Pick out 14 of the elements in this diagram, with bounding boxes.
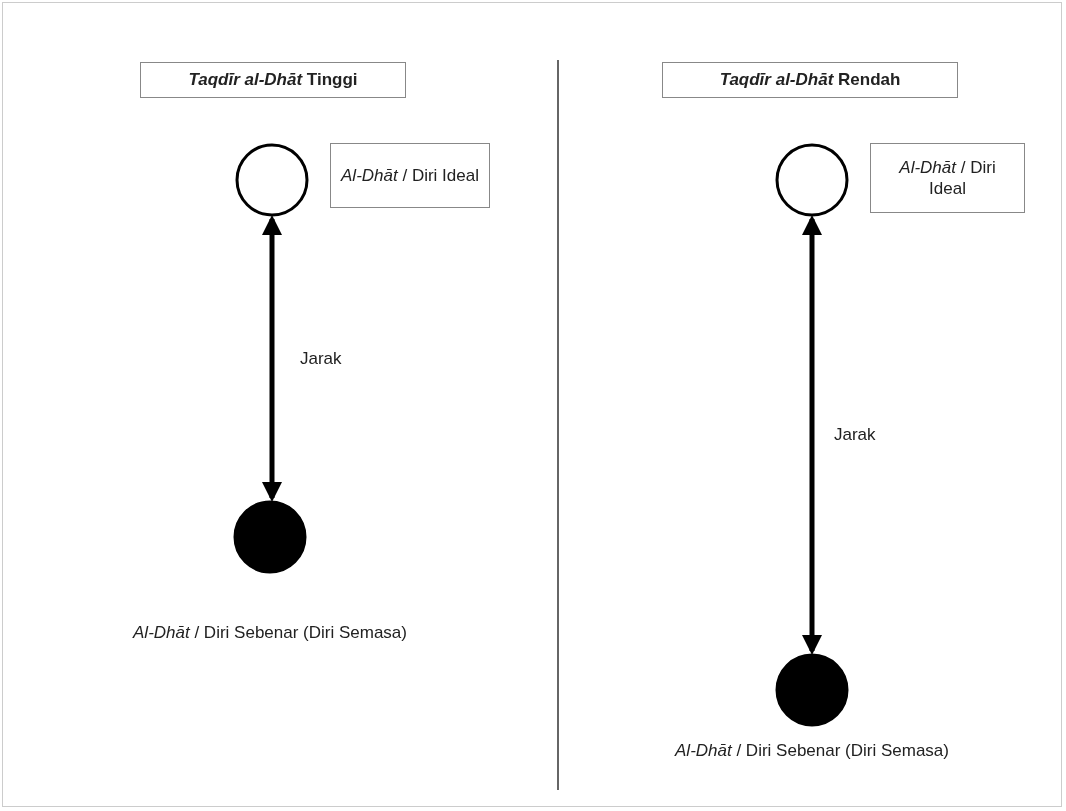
caption-text: Al-Dhāt / Diri Sebenar (Diri Semasa) (133, 622, 407, 644)
filled-circle (233, 500, 307, 574)
label-box: Al-Dhāt / Diri Ideal (870, 143, 1025, 213)
edge-label: Jarak (300, 347, 342, 370)
filled-circle (775, 653, 849, 727)
title-box: Taqdīr al-Dhāt Rendah (662, 62, 958, 98)
caption-text: Al-Dhāt / Diri Sebenar (Diri Semasa) (675, 740, 949, 762)
title-box: Taqdīr al-Dhāt Tinggi (140, 62, 406, 98)
edge-label: Jarak (834, 424, 876, 447)
label-box: Al-Dhāt / Diri Ideal (330, 143, 490, 208)
double-arrow (262, 215, 282, 502)
double-arrow (802, 215, 822, 655)
open-circle (775, 143, 849, 217)
open-circle (235, 143, 309, 217)
